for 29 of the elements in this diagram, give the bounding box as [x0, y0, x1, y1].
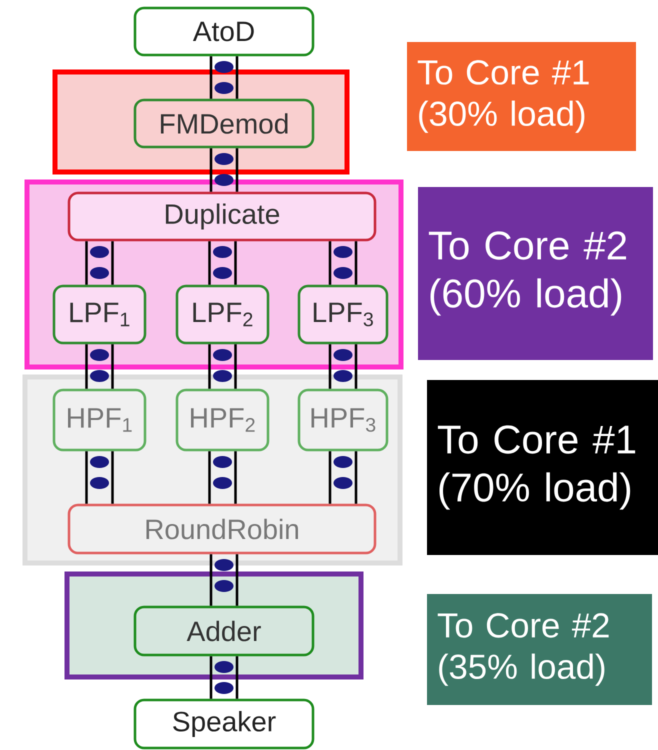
data-channel: [85, 450, 114, 505]
data-channel: [328, 343, 358, 390]
process-box: AtoD: [134, 6, 314, 56]
data-channel: [85, 343, 114, 390]
data-channel: [210, 147, 238, 193]
process-box: Duplicate: [68, 192, 376, 242]
core-label-box: To Core #2 (35% load): [427, 594, 652, 705]
data-channel: [208, 240, 237, 286]
core-label-box: To Core #1 (70% load): [427, 380, 658, 555]
process-box: FMDemod: [134, 98, 314, 148]
data-channel: [208, 450, 237, 505]
process-box: Speaker: [134, 698, 314, 750]
data-channel: [210, 655, 238, 700]
process-box: HPF$_{2}$: [176, 388, 270, 452]
data-channel: [328, 450, 358, 505]
process-box: LPF$_{3}$: [298, 284, 388, 344]
process-box: HPF$_{3}$: [298, 388, 388, 452]
process-box: RoundRobin: [68, 504, 376, 554]
process-box: HPF$_{1}$: [52, 388, 146, 452]
process-box: Adder: [134, 606, 314, 656]
process-box: LPF$_{2}$: [176, 284, 270, 344]
core-label-box: To Core #1 (30% load): [407, 42, 636, 151]
data-channel: [210, 553, 238, 607]
core-label-box: To Core #2 (60% load): [418, 187, 653, 360]
data-channel: [85, 240, 114, 286]
data-channel: [328, 240, 358, 286]
process-box: LPF$_{1}$: [52, 284, 146, 344]
data-channel: [208, 343, 237, 390]
data-channel: [210, 55, 238, 100]
